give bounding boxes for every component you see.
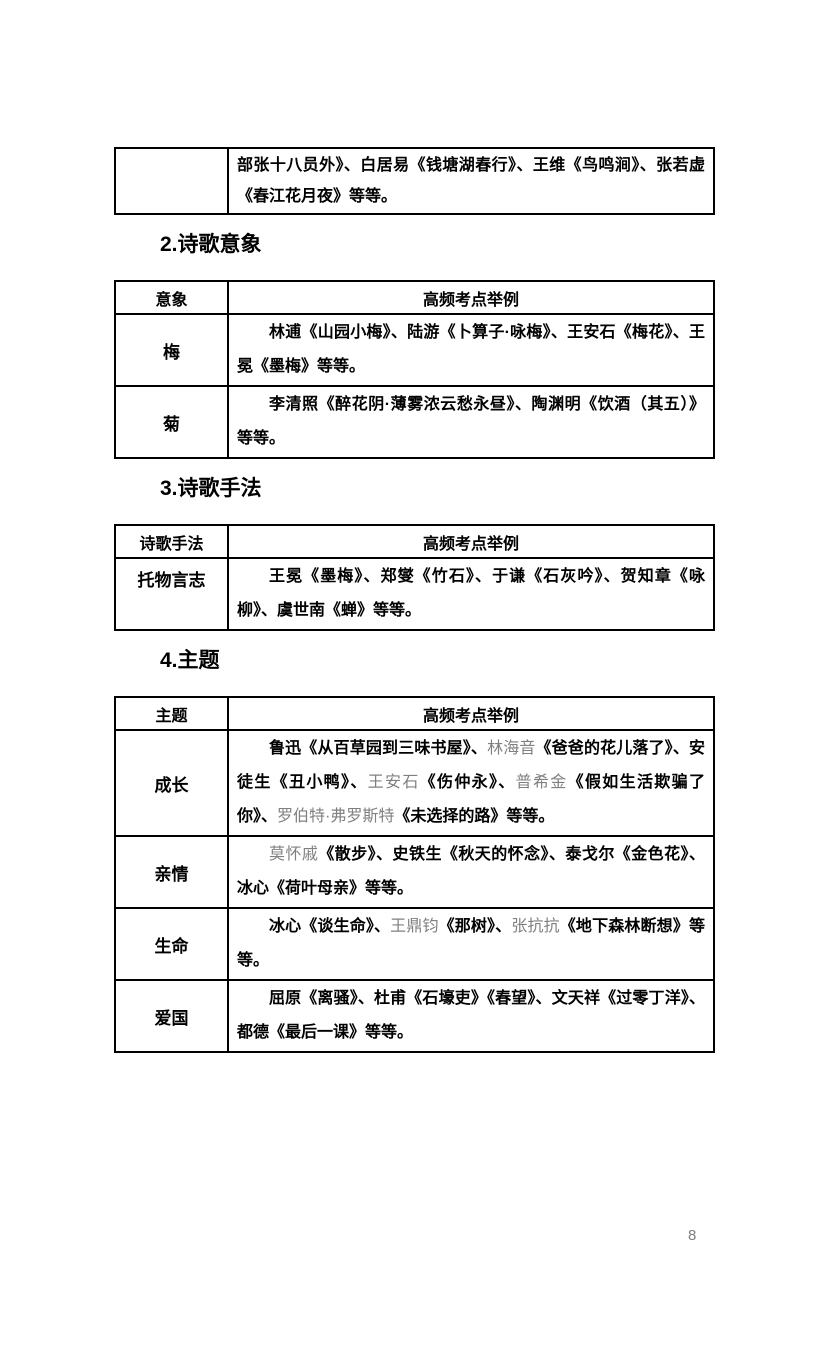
header-cell-imagery: 意象 [114,280,229,315]
text-segment: 林逋《山园小梅》、陆游《卜算子·咏梅》、王安石《梅花》、王冕《墨梅》等等。 [237,324,705,375]
table-header-row: 意象 高频考点举例 [114,280,715,315]
header-cell-theme: 主题 [114,696,229,731]
header-cell-technique: 诗歌手法 [114,524,229,559]
table-theme: 主题 高频考点举例 成长鲁迅《从百草园到三味书屋》、林海音《爸爸的花儿落了》、安… [114,696,715,1053]
text-segment: 《伤仲永》、 [419,774,516,791]
row-label: 生命 [114,907,229,981]
row-examples-text: 莫怀戚《散步》、史铁生《秋天的怀念》、泰戈尔《金色花》、冰心《荷叶母亲》等等。 [229,838,713,906]
row-examples-text: 鲁迅《从百草园到三味书屋》、林海音《爸爸的花儿落了》、安徒生《丑小鸭》、王安石《… [229,732,713,834]
table-continued: 部张十八员外》、白居易《钱塘湖春行》、王维《鸟鸣涧》、张若虚《春江花月夜》等等。 [114,147,715,215]
text-segment: 《地下森林断想》等等。 [237,918,705,969]
row-examples: 林逋《山园小梅》、陆游《卜算子·咏梅》、王安石《梅花》、王冕《墨梅》等等。 [227,313,715,387]
author-name-muted: 王安石 [367,774,420,791]
text-segment: 《假如生活欺骗了你》、 [237,774,705,825]
row-examples-text: 部张十八员外》、白居易《钱塘湖春行》、王维《鸟鸣涧》、张若虚《春江花月夜》等等。 [229,150,713,212]
row-examples: 部张十八员外》、白居易《钱塘湖春行》、王维《鸟鸣涧》、张若虚《春江花月夜》等等。 [227,147,715,215]
table-imagery-body: 梅林逋《山园小梅》、陆游《卜算子·咏梅》、王安石《梅花》、王冕《墨梅》等等。菊李… [114,313,715,459]
table-row: 部张十八员外》、白居易《钱塘湖春行》、王维《鸟鸣涧》、张若虚《春江花月夜》等等。 [114,147,715,215]
row-label: 托物言志 [114,557,229,631]
author-name-muted: 罗伯特·弗罗斯特 [277,808,395,825]
text-segment: 王冕《墨梅》、郑燮《竹石》、于谦《石灰吟》、贺知章《咏柳》、虞世南《蝉》等等。 [237,568,705,619]
table-theme-body: 成长鲁迅《从百草园到三味书屋》、林海音《爸爸的花儿落了》、安徒生《丑小鸭》、王安… [114,729,715,1053]
row-examples-text: 冰心《谈生命》、王鼎钧《那树》、张抗抗《地下森林断想》等等。 [229,910,713,978]
table-header-row: 诗歌手法 高频考点举例 [114,524,715,559]
row-examples: 王冕《墨梅》、郑燮《竹石》、于谦《石灰吟》、贺知章《咏柳》、虞世南《蝉》等等。 [227,557,715,631]
row-examples: 李清照《醉花阴·薄雾浓云愁永昼》、陶渊明《饮酒（其五）》等等。 [227,385,715,459]
row-examples-text: 屈原《离骚》、杜甫《石壕吏》《春望》、文天祥《过零丁洋》、都德《最后一课》等等。 [229,982,713,1050]
table-row: 托物言志王冕《墨梅》、郑燮《竹石》、于谦《石灰吟》、贺知章《咏柳》、虞世南《蝉》… [114,557,715,631]
row-examples: 鲁迅《从百草园到三味书屋》、林海音《爸爸的花儿落了》、安徒生《丑小鸭》、王安石《… [227,729,715,837]
text-segment: 李清照《醉花阴·薄雾浓云愁永昼》、陶渊明《饮酒（其五）》等等。 [237,396,705,447]
author-name-muted: 普希金 [515,774,568,791]
row-examples-text: 林逋《山园小梅》、陆游《卜算子·咏梅》、王安石《梅花》、王冕《墨梅》等等。 [229,316,713,384]
text-segment: 《散步》、史铁生《秋天的怀念》、泰戈尔《金色花》、冰心《荷叶母亲》等等。 [237,846,705,897]
section-heading-technique: 3.诗歌手法 [160,477,262,500]
text-segment: 《那树》、 [438,918,512,935]
section-heading-theme: 4.主题 [160,649,220,672]
text-segment: 《爸爸的花儿落了》、安徒生《丑小鸭》、 [237,740,705,791]
table-row: 菊李清照《醉花阴·薄雾浓云愁永昼》、陶渊明《饮酒（其五）》等等。 [114,385,715,459]
text-segment: 鲁迅《从百草园到三味书屋》、 [269,740,488,757]
text-segment: 《未选择的路》等等。 [394,808,555,825]
header-cell-examples: 高频考点举例 [227,524,715,559]
table-technique-body: 托物言志王冕《墨梅》、郑燮《竹石》、于谦《石灰吟》、贺知章《咏柳》、虞世南《蝉》… [114,557,715,631]
page-number: 8 [688,1227,697,1244]
table-imagery: 意象 高频考点举例 梅林逋《山园小梅》、陆游《卜算子·咏梅》、王安石《梅花》、王… [114,280,715,459]
author-name-muted: 林海音 [487,740,536,757]
row-examples-text: 王冕《墨梅》、郑燮《竹石》、于谦《石灰吟》、贺知章《咏柳》、虞世南《蝉》等等。 [229,560,713,628]
row-label: 菊 [114,385,229,459]
section-heading-imagery: 2.诗歌意象 [160,233,262,256]
text-segment: 部张十八员外》、白居易《钱塘湖春行》、王维《鸟鸣涧》、张若虚《春江花月夜》等等。 [237,157,705,205]
row-examples: 莫怀戚《散步》、史铁生《秋天的怀念》、泰戈尔《金色花》、冰心《荷叶母亲》等等。 [227,835,715,909]
text-segment: 屈原《离骚》、杜甫《石壕吏》《春望》、文天祥《过零丁洋》、都德《最后一课》等等。 [237,990,705,1041]
row-examples: 屈原《离骚》、杜甫《石壕吏》《春望》、文天祥《过零丁洋》、都德《最后一课》等等。 [227,979,715,1053]
author-name-muted: 莫怀戚 [269,846,319,863]
table-row: 梅林逋《山园小梅》、陆游《卜算子·咏梅》、王安石《梅花》、王冕《墨梅》等等。 [114,313,715,387]
table-header-row: 主题 高频考点举例 [114,696,715,731]
table-row: 亲情莫怀戚《散步》、史铁生《秋天的怀念》、泰戈尔《金色花》、冰心《荷叶母亲》等等… [114,835,715,909]
text-segment: 冰心《谈生命》、 [269,918,391,935]
table-row: 成长鲁迅《从百草园到三味书屋》、林海音《爸爸的花儿落了》、安徒生《丑小鸭》、王安… [114,729,715,837]
header-cell-examples: 高频考点举例 [227,280,715,315]
header-cell-examples: 高频考点举例 [227,696,715,731]
table-row: 生命冰心《谈生命》、王鼎钧《那树》、张抗抗《地下森林断想》等等。 [114,907,715,981]
row-label: 亲情 [114,835,229,909]
table-row: 爱国屈原《离骚》、杜甫《石壕吏》《春望》、文天祥《过零丁洋》、都德《最后一课》等… [114,979,715,1053]
document-page: 部张十八员外》、白居易《钱塘湖春行》、王维《鸟鸣涧》、张若虚《春江花月夜》等等。… [0,147,827,1346]
row-examples-text: 李清照《醉花阴·薄雾浓云愁永昼》、陶渊明《饮酒（其五）》等等。 [229,388,713,456]
author-name-muted: 王鼎钧 [390,918,439,935]
row-label: 成长 [114,729,229,837]
row-label: 梅 [114,313,229,387]
table-technique: 诗歌手法 高频考点举例 托物言志王冕《墨梅》、郑燮《竹石》、于谦《石灰吟》、贺知… [114,524,715,631]
row-label [114,147,229,215]
row-label: 爱国 [114,979,229,1053]
author-name-muted: 张抗抗 [511,918,560,935]
table-continued-body: 部张十八员外》、白居易《钱塘湖春行》、王维《鸟鸣涧》、张若虚《春江花月夜》等等。 [114,147,715,215]
row-examples: 冰心《谈生命》、王鼎钧《那树》、张抗抗《地下森林断想》等等。 [227,907,715,981]
